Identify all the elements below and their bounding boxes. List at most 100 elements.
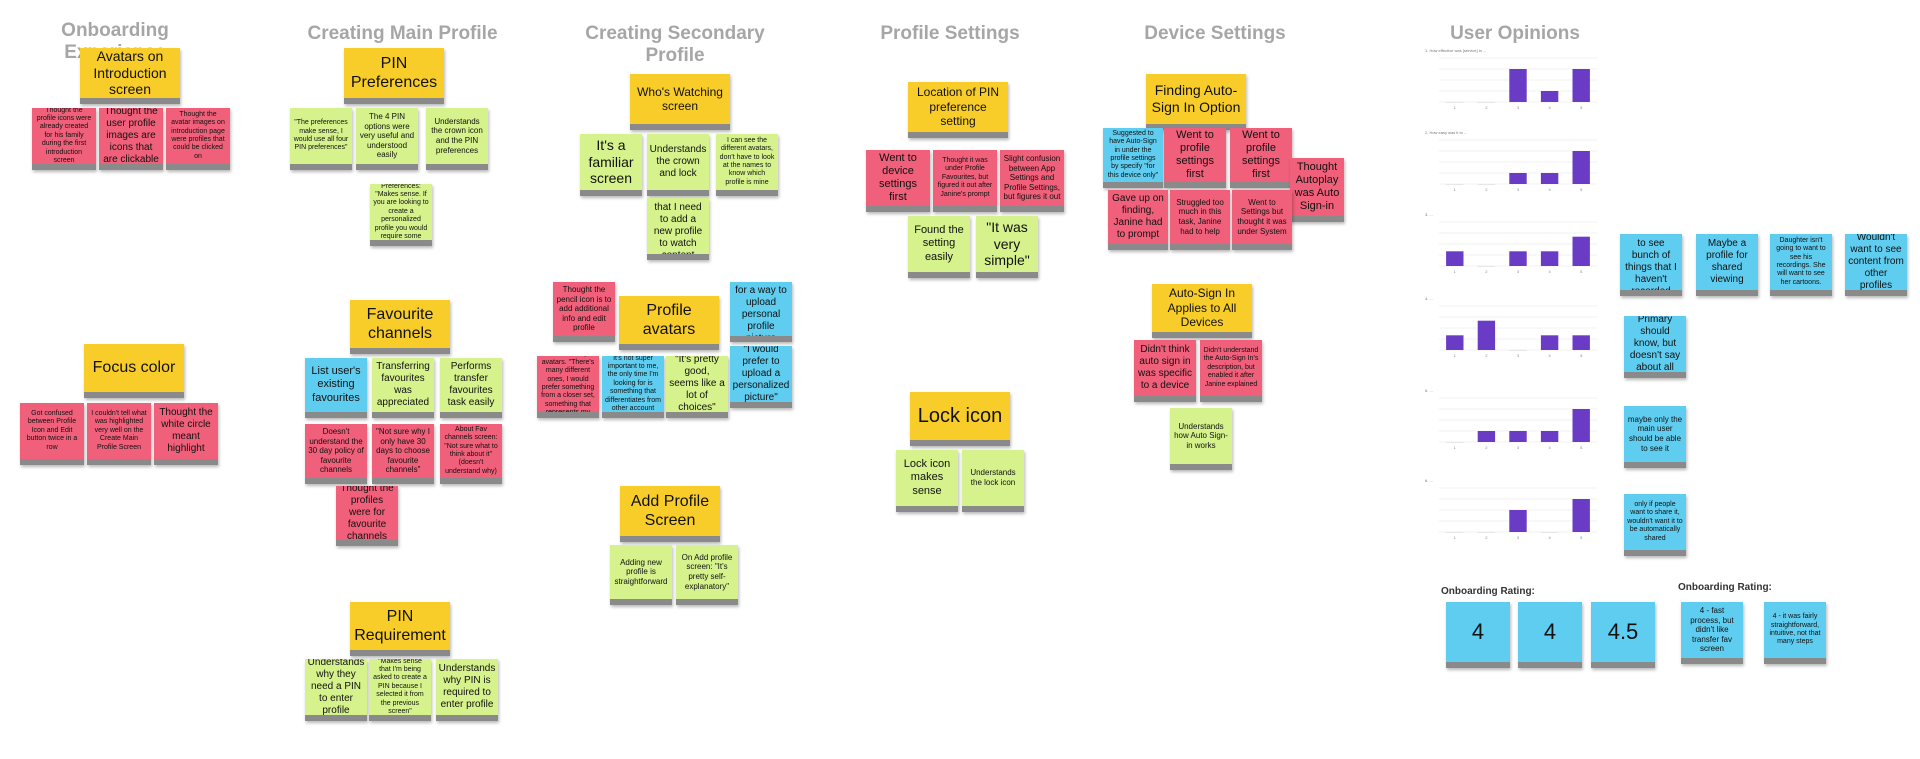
sticky-note-heading[interactable]: Focus color <box>84 344 184 398</box>
tick-label: 5 <box>1580 269 1583 274</box>
sticky-note[interactable]: "It's pretty good, seems like a lot of c… <box>666 356 728 418</box>
sticky-note[interactable]: It's obvious that I need to add a new pr… <box>647 198 709 260</box>
sticky-note[interactable]: "Not sure why I only have 30 days to cho… <box>372 424 434 484</box>
sticky-note[interactable]: Daughter isn't going to want to see his … <box>1770 234 1832 296</box>
sticky-note[interactable]: Understands the crown and lock <box>647 134 709 196</box>
sticky-note[interactable]: I don't want to see bunch of things that… <box>1620 234 1682 296</box>
sticky-note[interactable]: Struggled too much in this task, Janine … <box>1170 190 1230 250</box>
bar <box>1446 442 1464 443</box>
sticky-note[interactable]: Understands how Auto Sign-in works <box>1170 408 1232 470</box>
bar <box>1572 335 1590 350</box>
sticky-note-heading[interactable]: Location of PIN preference setting <box>908 82 1008 138</box>
sticky-note[interactable]: Went to profile settings first <box>1230 128 1292 188</box>
sticky-note-heading[interactable]: PIN Preferences <box>344 48 444 104</box>
sticky-note[interactable]: Got confused between Profile Icon and Ed… <box>20 403 84 465</box>
sticky-note[interactable]: On PIN Preferences: "Makes sense. If you… <box>370 184 432 246</box>
sticky-note[interactable]: Didn't think auto sign in was specific t… <box>1134 340 1196 402</box>
tick-label: 3 <box>1517 535 1520 540</box>
sticky-note[interactable]: It's a familiar screen <box>580 134 642 196</box>
sticky-note-heading[interactable]: Profile avatars <box>619 296 719 350</box>
survey-question-1: 1. How effective was [service] in ... <box>1425 48 1487 53</box>
sticky-note[interactable]: Gave up on finding, Janine had to prompt <box>1108 190 1168 250</box>
rating-note[interactable]: 4 - fast process, but didn't like transf… <box>1681 602 1743 664</box>
sticky-note[interactable]: Doesn't understand the 30 day policy of … <box>305 424 367 484</box>
sticky-note[interactable]: On Add profile screen: "It's pretty self… <box>676 545 738 605</box>
rating-note[interactable]: 4 <box>1518 602 1582 668</box>
sticky-note[interactable]: Maybe a profile for shared viewing <box>1696 234 1758 296</box>
sticky-note[interactable]: Would look for a way to upload personal … <box>730 282 792 342</box>
sticky-note[interactable]: I can see the different avatars, don't h… <box>716 134 778 196</box>
sticky-note[interactable]: Went to Settings but thought it was unde… <box>1232 190 1292 250</box>
sticky-note[interactable]: Thought the avatar images on introductio… <box>166 108 230 170</box>
rating-note[interactable]: 4 <box>1446 602 1510 668</box>
bar <box>1446 102 1464 103</box>
bar <box>1446 532 1464 533</box>
column-title-secondary-profile: Creating Secondary Profile <box>585 23 765 66</box>
sticky-note[interactable]: About Fav channels screen: "Not sure wha… <box>440 424 502 484</box>
bar <box>1477 320 1496 350</box>
sticky-note[interactable]: Transferring favourites was appreciated <box>372 358 434 418</box>
tick-label: 1 <box>1454 353 1457 358</box>
sticky-note[interactable]: Understands why PIN is required to enter… <box>436 659 498 721</box>
sticky-note[interactable]: Found the setting easily <box>908 216 970 278</box>
tick-label: 2 <box>1485 105 1488 110</box>
sticky-note[interactable]: "Makes sense that I'm being asked to cre… <box>369 659 431 721</box>
sticky-note[interactable]: Thought the user profile images are icon… <box>99 108 163 170</box>
bar <box>1446 335 1464 350</box>
bar <box>1477 431 1496 442</box>
sticky-note[interactable]: Primary should know, but doesn't say abo… <box>1624 316 1686 378</box>
bar <box>1572 499 1590 532</box>
sticky-note-heading[interactable]: Favourite channels <box>350 300 450 354</box>
sticky-note[interactable]: The 4 PIN options were very useful and u… <box>356 108 418 170</box>
onboarding-rating-label-left: Onboarding Rating: <box>1441 586 1535 597</box>
bar <box>1509 350 1527 351</box>
tick-label: 4 <box>1548 105 1551 110</box>
sticky-note[interactable]: Adding new profile is straightforward <box>610 545 672 605</box>
sticky-note-heading[interactable]: Lock icon <box>910 392 1010 446</box>
sticky-note[interactable]: Thought the white circle meant highlight <box>154 403 218 465</box>
sticky-note[interactable]: Lock icon makes sense <box>896 450 958 512</box>
rating-note[interactable]: 4.5 <box>1591 602 1655 668</box>
bar <box>1477 266 1496 267</box>
sticky-note[interactable]: Thought it was under Profile Favourites,… <box>933 150 997 212</box>
sticky-note[interactable]: Thought the profile icons were already c… <box>32 108 96 170</box>
sticky-note[interactable]: Thought Autoplay was Auto Sign-in <box>1290 158 1344 222</box>
bar <box>1446 184 1464 185</box>
sticky-note-heading[interactable]: PIN Requirement <box>350 602 450 656</box>
sticky-note[interactable]: Slight confusion between App Settings an… <box>1000 150 1064 212</box>
sticky-note[interactable]: Thought the profiles were for favourite … <box>336 486 398 546</box>
sticky-note[interactable]: It's not super important to me, the only… <box>602 356 664 418</box>
sticky-note[interactable]: only if people want to share it, wouldn'… <box>1624 494 1686 556</box>
sticky-note[interactable]: Thought the pencil icon is to add additi… <box>553 282 615 342</box>
sticky-note-heading[interactable]: Who's Watching screen <box>630 74 730 130</box>
sticky-note[interactable]: "The preferences make sense, I would use… <box>290 108 352 170</box>
sticky-note[interactable]: "I would prefer to upload a personalized… <box>730 346 792 408</box>
sticky-note[interactable]: Went to profile settings first <box>1164 128 1226 188</box>
sticky-note[interactable]: "It was very simple" <box>976 216 1038 278</box>
tick-label: 2 <box>1485 269 1488 274</box>
sticky-note[interactable]: Understands the crown icon and the PIN p… <box>426 108 488 170</box>
sticky-note-heading[interactable]: Finding Auto-Sign In Option <box>1146 74 1246 130</box>
bar <box>1540 431 1559 442</box>
sticky-note[interactable]: Didn't understand the Auto-Sign In's des… <box>1200 340 1262 402</box>
sticky-note[interactable]: Performs transfer favourites task easily <box>440 358 502 418</box>
sticky-note[interactable]: Suggested to have Auto-Sign in under the… <box>1103 128 1163 188</box>
tick-label: 1 <box>1454 269 1457 274</box>
sticky-note[interactable]: I couldn't tell what was highlighted ver… <box>87 403 151 465</box>
survey-question-3: 3. ... <box>1425 212 1433 217</box>
sticky-note[interactable]: Is confusing to see so many avatars. "Th… <box>537 356 599 418</box>
sticky-note[interactable]: Understands the lock icon <box>962 450 1024 512</box>
sticky-note[interactable]: List user's existing favourites <box>305 358 367 418</box>
sticky-note[interactable]: Wouldn't want to see content from other … <box>1845 234 1907 296</box>
sticky-note[interactable]: Went to device settings first <box>866 150 930 212</box>
sticky-note-heading[interactable]: Add Profile Screen <box>620 486 720 542</box>
sticky-note-heading[interactable]: Avatars on Introduction screen <box>80 48 180 104</box>
sticky-note[interactable]: Understands why they need a PIN to enter… <box>305 659 367 721</box>
sticky-note-heading[interactable]: Auto-Sign In Applies to All Devices <box>1152 284 1252 338</box>
sticky-note[interactable]: maybe only the main user should be able … <box>1624 406 1686 468</box>
rating-note[interactable]: 4 - it was fairly straightforward, intui… <box>1764 602 1826 664</box>
